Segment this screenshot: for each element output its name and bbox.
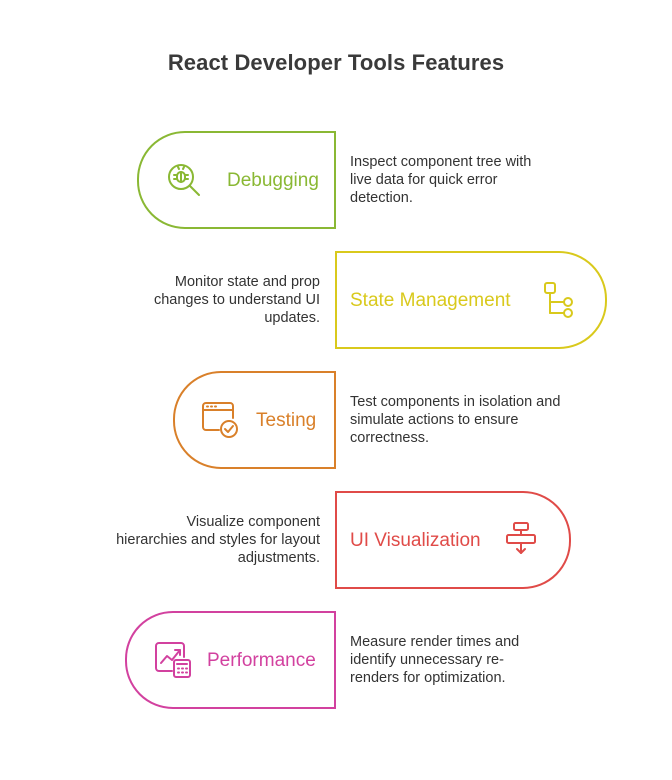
feature-description-debugging: Inspect component tree with live data fo…	[350, 154, 532, 206]
ui-visualization-pill	[335, 491, 571, 589]
testing-pill	[173, 371, 336, 469]
flow-tree-icon	[541, 280, 581, 320]
chart-calculator-icon	[153, 640, 193, 680]
state-management-pill	[335, 251, 607, 349]
feature-description-state-management: Monitor state and prop changes to unders…	[153, 274, 320, 326]
flowchart-icon	[502, 520, 542, 560]
page-title: React Developer Tools Features	[167, 50, 505, 75]
feature-description-ui-visualization: Visualize component hierarchies and styl…	[116, 514, 320, 566]
bug-search-icon	[164, 160, 204, 200]
feature-label-performance: Performance	[207, 650, 316, 671]
feature-label-state-management: State Management	[350, 290, 511, 311]
feature-label-debugging: Debugging	[227, 170, 319, 191]
browser-check-icon	[200, 400, 240, 440]
feature-description-performance: Measure render times and identify unnece…	[350, 634, 520, 686]
feature-label-testing: Testing	[256, 410, 317, 431]
feature-description-testing: Test components in isolation and simulat…	[350, 394, 561, 446]
performance-pill	[125, 611, 336, 709]
feature-label-ui-visualization: UI Visualization	[350, 530, 481, 551]
